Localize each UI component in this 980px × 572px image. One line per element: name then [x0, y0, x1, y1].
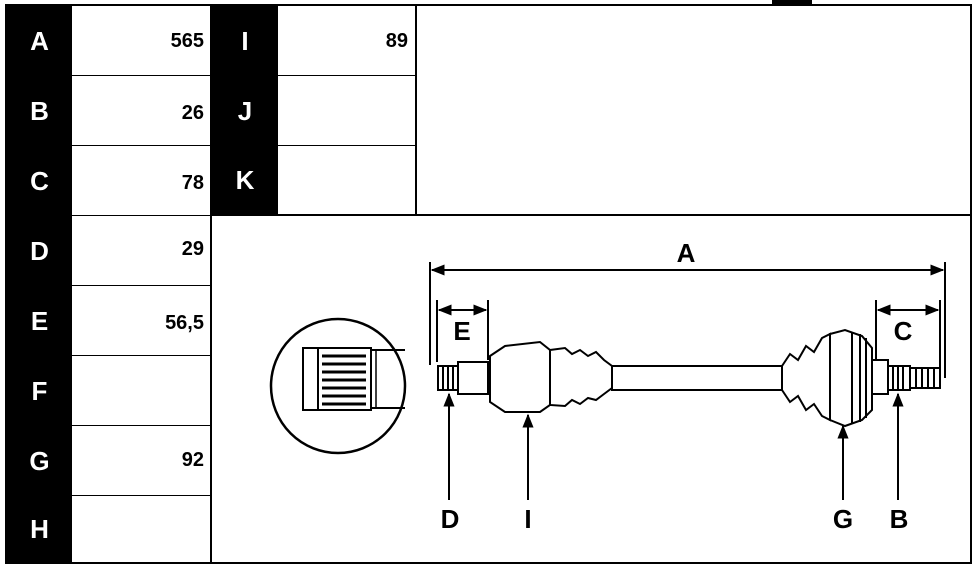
row-line [72, 145, 210, 146]
callout-label-i: I [524, 504, 531, 534]
label-f: F [7, 356, 72, 426]
dimension-e [436, 300, 489, 362]
drawing-top-line [210, 214, 972, 216]
label-h: H [7, 496, 72, 562]
label-b: B [7, 76, 72, 146]
frame-top [5, 4, 972, 6]
callout-label-b: B [890, 504, 909, 534]
label-g: G [7, 426, 72, 496]
row-line [72, 215, 210, 216]
value-g: 92 [181, 449, 204, 471]
label-d: D [7, 216, 72, 286]
row-line [72, 355, 210, 356]
row-line [278, 145, 415, 146]
label-c: C [7, 146, 72, 216]
frame-left [5, 4, 7, 564]
row-line [72, 425, 210, 426]
callout-arrows [443, 392, 904, 500]
callout-label-d: D [441, 504, 460, 534]
col-divider [210, 4, 212, 564]
frame-bottom [5, 562, 972, 564]
drive-shaft [437, 328, 941, 428]
value-i: 89 [385, 30, 408, 52]
row-line [72, 495, 210, 496]
callout-label-g: G [833, 504, 853, 534]
row-line [278, 75, 415, 76]
frame-right [970, 4, 972, 564]
dimension-c [875, 300, 941, 368]
dim-label-a: A [677, 238, 696, 268]
col-divider [415, 4, 417, 215]
dim-label-e: E [453, 316, 470, 346]
label-a: A [7, 6, 72, 76]
top-mark [772, 0, 812, 5]
value-a: 565 [170, 30, 204, 52]
drive-shaft-drawing: A E C D I G B [269, 238, 946, 534]
value-d: 29 [181, 238, 204, 260]
value-c: 78 [181, 172, 204, 194]
label-e: E [7, 286, 72, 356]
dimension-a [429, 262, 946, 378]
value-b: 26 [181, 102, 204, 124]
label-j: J [212, 76, 278, 146]
dim-label-c: C [894, 316, 913, 346]
label-i: I [212, 6, 278, 76]
spline-detail-circle [269, 317, 407, 455]
value-e: 56,5 [165, 312, 204, 334]
row-line [72, 285, 210, 286]
row-line [72, 75, 210, 76]
label-k: K [212, 146, 278, 214]
